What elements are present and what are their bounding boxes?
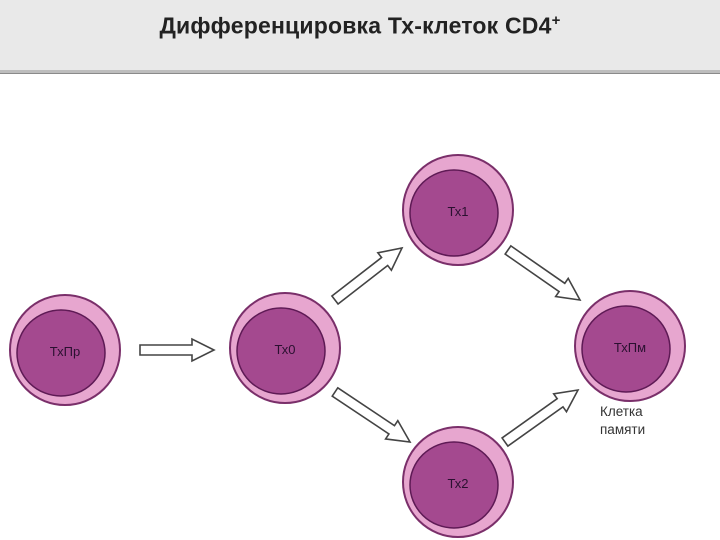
memory-note-line1: Клетка <box>600 403 700 421</box>
arrow-th0-to-th1 <box>328 239 408 308</box>
cell-label-th0: Тх0 <box>240 342 330 360</box>
cells-layer <box>10 155 685 537</box>
cell-label-th1: Тх1 <box>413 204 503 222</box>
arrows-layer <box>140 239 586 451</box>
memory-cell-note: Клетка памяти <box>600 403 700 439</box>
cell-label-thm: ТхПм <box>585 340 675 358</box>
arrow-th1-to-thm <box>502 241 587 309</box>
memory-note-line2: памяти <box>600 421 700 439</box>
arrow-th0-to-th2 <box>329 383 416 451</box>
arrow-th2-to-thm <box>499 381 585 451</box>
arrow-thp-to-th0 <box>140 339 214 361</box>
cell-label-thp: ТхПр <box>20 344 110 362</box>
cell-label-th2: Тх2 <box>413 476 503 494</box>
